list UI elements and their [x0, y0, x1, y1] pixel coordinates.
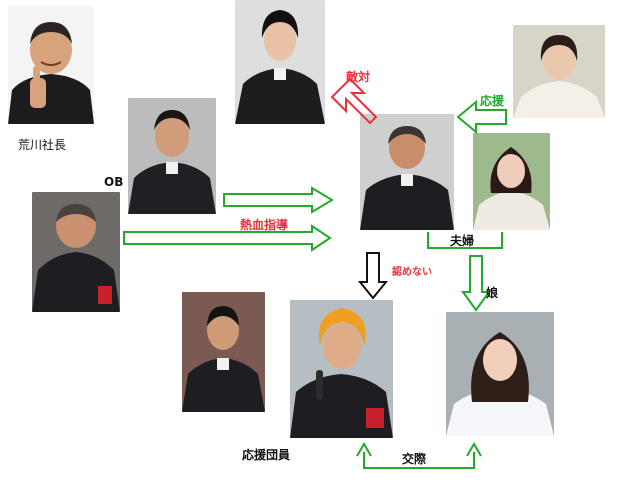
daughter-arrow — [461, 255, 491, 312]
coaching-label: 熱血指導 — [240, 218, 289, 232]
dating-arrowhead-left — [356, 442, 372, 457]
dating-label: 交際 — [402, 452, 427, 466]
not-accept-label: 認めない — [392, 267, 432, 278]
dating-arrowhead-right — [466, 442, 482, 457]
coaching-arrow — [123, 224, 332, 252]
couple-label: 夫婦 — [450, 234, 475, 248]
supporter-photo — [513, 25, 605, 118]
coach-photo — [32, 192, 120, 312]
ob-photo — [128, 98, 216, 214]
president-photo — [8, 6, 94, 124]
mother-photo — [473, 133, 550, 230]
ob-label: OB — [104, 175, 124, 189]
ob-arrow — [223, 186, 334, 214]
cheer-member-photo — [290, 300, 393, 438]
daughter-label: 娘 — [486, 286, 499, 300]
not-accept-arrow — [357, 252, 389, 300]
cheer-member-label: 応援団員 — [242, 448, 291, 462]
daughter-photo — [446, 312, 554, 436]
president-label: 荒川社長 — [18, 138, 67, 152]
student-photo — [182, 292, 265, 412]
rival-photo — [235, 0, 325, 124]
father-photo — [360, 114, 454, 230]
rival-label: 敵対 — [346, 70, 371, 84]
support-label: 応援 — [480, 94, 505, 108]
